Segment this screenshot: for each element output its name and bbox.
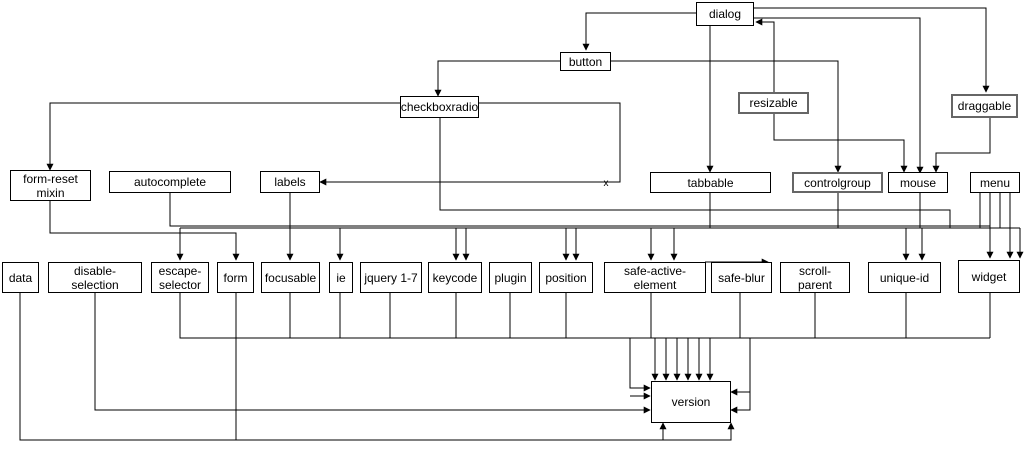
edge-draggable-mouse [932,118,991,173]
node-focusable[interactable]: focusable [261,262,320,293]
node-form[interactable]: form [217,262,254,293]
node-checkboxradio[interactable]: checkboxradio [400,96,479,118]
node-form-reset-mixin[interactable]: form-reset mixin [10,170,91,201]
edge-version-right-1 [730,338,751,396]
node-ie[interactable]: ie [329,262,353,293]
node-version[interactable]: version [651,381,731,423]
node-mouse[interactable]: mouse [888,172,948,193]
node-scroll-parent[interactable]: scroll-parent [780,262,850,293]
node-plugin[interactable]: plugin [489,262,532,293]
edge-dialog-mouse [754,17,924,174]
node-controlgroup[interactable]: controlgroup [792,172,883,193]
edge-checkboxradio-labels [319,102,621,186]
edge-checkboxradio-bus [439,118,951,228]
edge-resizable-mouse [773,114,908,173]
node-escape-selector[interactable]: escape-selector [151,262,209,293]
lower-bus [179,293,990,339]
edge-button-checkboxradio [434,60,560,97]
node-safe-active-element[interactable]: safe-active-element [604,262,706,293]
node-draggable[interactable]: draggable [951,94,1018,118]
node-dialog[interactable]: dialog [696,2,754,26]
node-tabbable[interactable]: tabbable [650,172,771,193]
node-unique-id[interactable]: unique-id [868,262,941,293]
node-widget[interactable]: widget [958,260,1020,293]
edge-resizable-dialog [755,18,775,92]
edge-data-version [19,293,667,441]
node-labels[interactable]: labels [260,171,320,193]
node-menu[interactable]: menu [970,172,1020,193]
edge-checkboxradio-form-reset [46,102,400,171]
node-data[interactable]: data [2,262,39,293]
node-button[interactable]: button [560,52,611,71]
node-jquery-1-7[interactable]: jquery 1-7 [360,262,422,293]
edge-form-reset-form [49,200,240,261]
edge-dialog-draggable [754,7,990,93]
edge-disable-selection-version [94,293,651,414]
edge-dialog-button [582,12,696,51]
node-safe-blur[interactable]: safe-blur [711,262,772,293]
node-resizable[interactable]: resizable [738,92,809,114]
edge-version-right-2 [730,392,751,414]
node-autocomplete[interactable]: autocomplete [109,171,231,193]
node-disable-selection[interactable]: disable-selection [48,262,142,293]
edge-autocomplete-bus [169,193,990,227]
edge-button-controlgroup [611,60,842,173]
edge-version-left-1 [629,338,651,392]
node-keycode[interactable]: keycode [428,262,482,293]
edge-label-x: x [604,178,609,189]
node-position[interactable]: position [539,262,593,293]
